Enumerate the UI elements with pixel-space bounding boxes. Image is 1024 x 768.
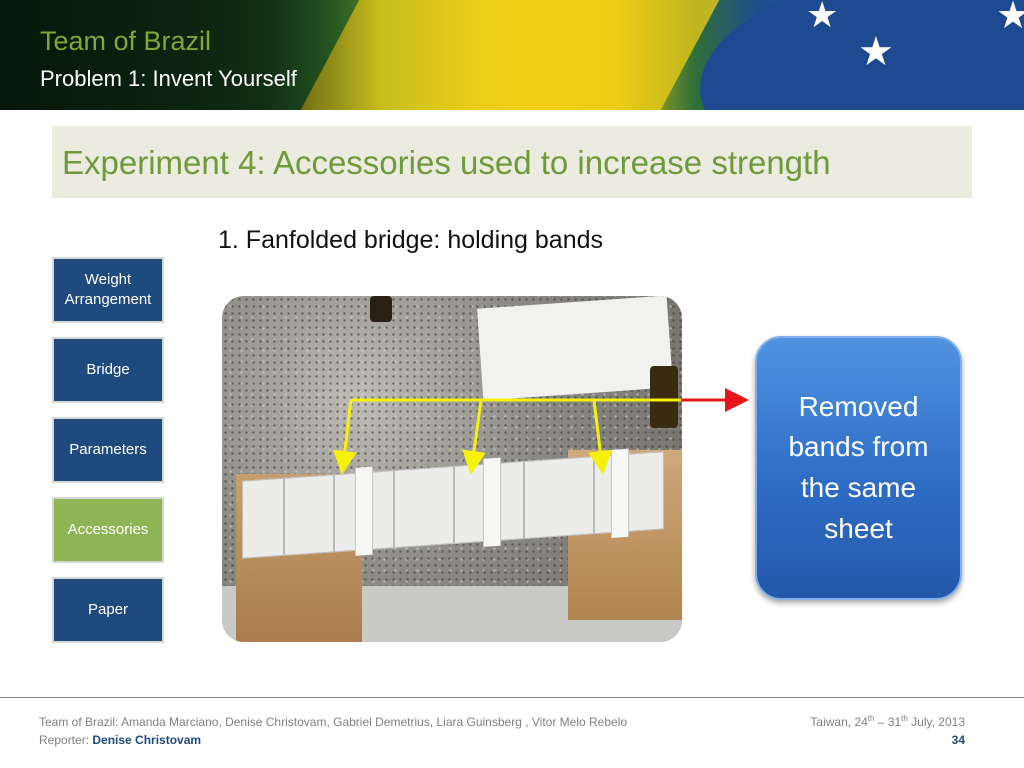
footer-end-suffix: th xyxy=(901,714,908,723)
star-icon: ★ xyxy=(806,0,839,36)
paper-sheet xyxy=(477,296,673,401)
org-title: Team of Brazil xyxy=(40,26,212,56)
nav-paper[interactable]: Paper xyxy=(52,577,164,643)
footer-event: Taiwan, 24th – 31th July, 2013 34 xyxy=(810,713,965,749)
fold-line xyxy=(523,461,525,539)
holding-band xyxy=(355,466,373,556)
bridge-photo xyxy=(222,296,682,642)
fold-line xyxy=(453,466,455,543)
footer-end-day: 31 xyxy=(887,715,902,729)
footer-divider xyxy=(0,697,1024,698)
star-icon: ★ xyxy=(996,0,1024,37)
nav-accessories[interactable]: Accessories xyxy=(52,497,164,563)
nav-bridge[interactable]: Bridge xyxy=(52,337,164,403)
footer-dash: – xyxy=(874,715,888,729)
nav-weight-arrangement[interactable]: Weight Arrangement xyxy=(52,257,164,323)
callout-text: Removed bands from the same sheet xyxy=(788,390,929,544)
problem-title: Problem 1: Invent Yourself xyxy=(40,66,297,91)
page-number: 34 xyxy=(951,733,965,747)
callout-box: Removed bands from the same sheet xyxy=(755,336,962,600)
battery xyxy=(650,366,678,428)
reporter-name: Denise Christovam xyxy=(92,733,202,747)
slide-title: Experiment 4: Accessories used to increa… xyxy=(62,144,831,181)
holding-band xyxy=(483,457,501,547)
nav-label: Parameters xyxy=(69,440,147,458)
footer-start-suffix: th xyxy=(867,714,875,723)
footer-authors: Team of Brazil: Amanda Marciano, Denise … xyxy=(39,715,628,729)
slide-subtitle: 1. Fanfolded bridge: holding bands xyxy=(218,226,604,254)
nav-label: Weight Arrangement xyxy=(64,270,152,308)
star-icon: ★ xyxy=(858,29,894,75)
slide-title-box: Experiment 4: Accessories used to increa… xyxy=(52,126,972,198)
footer-month-year: July, 2013 xyxy=(907,715,965,729)
flag-globe xyxy=(700,0,1024,110)
header-banner: ★ ★ ★ Team of Brazil Problem 1: Invent Y… xyxy=(0,0,1024,110)
footer-start-day: 24 xyxy=(854,715,868,729)
nav-label: Accessories xyxy=(67,520,149,538)
footer-credits: Team of Brazil: Amanda Marciano, Denise … xyxy=(39,713,627,749)
nav-label: Paper xyxy=(87,600,129,618)
fold-line xyxy=(393,471,395,548)
nav-parameters[interactable]: Parameters xyxy=(52,417,164,483)
footer-reporter: Reporter: Denise Christovam xyxy=(39,731,627,749)
fold-line xyxy=(593,457,595,534)
battery xyxy=(370,296,392,322)
banner-shade xyxy=(0,0,380,110)
footer-location: Taiwan, xyxy=(810,715,855,729)
footer-date: Taiwan, 24th – 31th July, 2013 xyxy=(810,713,965,731)
fold-line xyxy=(333,475,335,552)
nav-label: Bridge xyxy=(86,360,130,378)
holding-band xyxy=(611,448,629,538)
reporter-label: Reporter: xyxy=(39,733,93,747)
fold-line xyxy=(283,478,285,555)
